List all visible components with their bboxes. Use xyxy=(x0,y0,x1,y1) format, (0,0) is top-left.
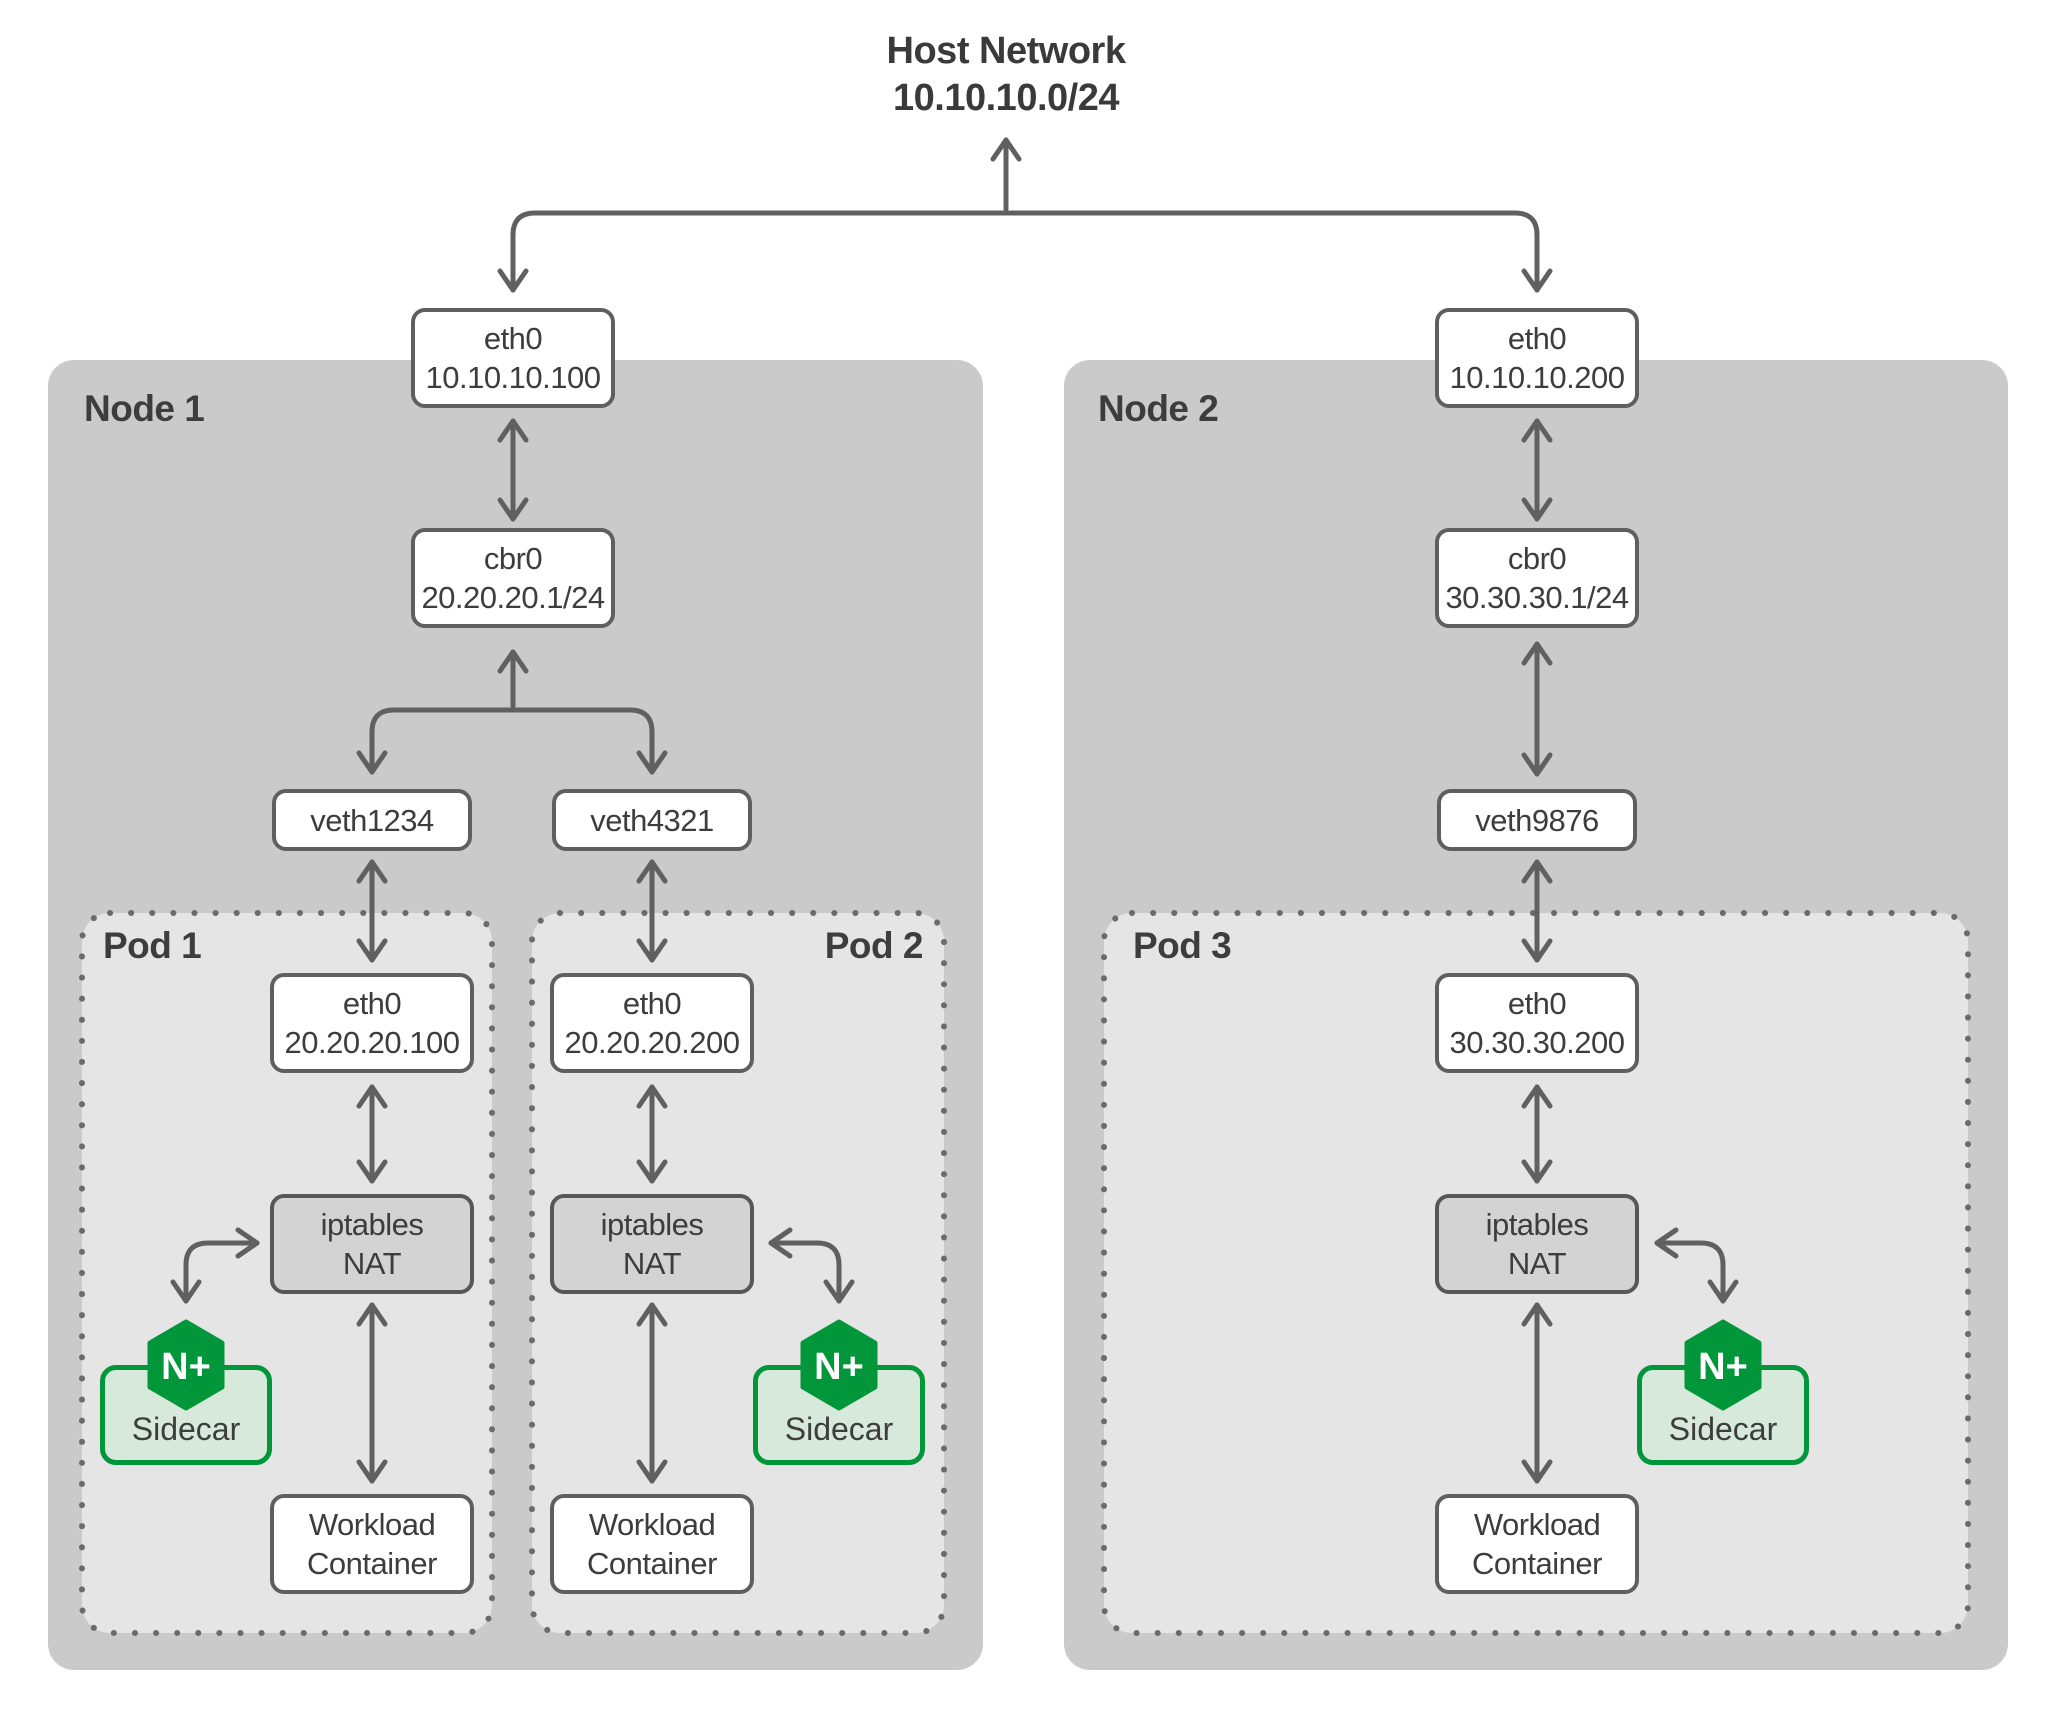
bridge-cidr: 20.20.20.1/24 xyxy=(421,580,605,615)
node2-cbr0-box: cbr0 30.30.30.1/24 xyxy=(1435,528,1639,628)
interface-ip: 20.20.20.200 xyxy=(564,1025,740,1060)
pod3-nat-sidecar-elbow xyxy=(1654,1227,1739,1304)
pod2-sidecar-box: Sidecar xyxy=(753,1365,925,1465)
nginx-plus-badge-text: N+ xyxy=(161,1346,211,1388)
host-network-name: Host Network xyxy=(886,30,1126,72)
nat-line1: iptables xyxy=(320,1207,424,1242)
sidecar-label: Sidecar xyxy=(131,1411,241,1447)
bridge-cidr: 30.30.30.1/24 xyxy=(1445,580,1629,615)
nat-line2: NAT xyxy=(342,1246,402,1281)
veth-name: veth9876 xyxy=(1475,802,1599,838)
pod2-eth0-box: eth0 20.20.20.200 xyxy=(550,973,754,1073)
pod3-eth0-box: eth0 30.30.30.200 xyxy=(1435,973,1639,1073)
workload-line1: Workload xyxy=(588,1507,716,1542)
interface-name: eth0 xyxy=(483,321,543,356)
pod2-workload-container-box: Workload Container xyxy=(550,1494,754,1594)
host-network-cidr: 10.10.10.0/24 xyxy=(893,77,1119,119)
veth-name: veth4321 xyxy=(590,802,714,838)
interface-name: eth0 xyxy=(1507,321,1567,356)
workload-line2: Container xyxy=(307,1546,437,1581)
interface-name: eth0 xyxy=(1507,986,1567,1021)
pod1-nat-sidecar-elbow xyxy=(170,1227,260,1304)
interface-name: eth0 xyxy=(622,986,682,1021)
bridge-name: cbr0 xyxy=(1507,541,1567,576)
node1-label: Node 1 xyxy=(84,388,205,429)
nat-line1: iptables xyxy=(1485,1207,1589,1242)
pod2-nat-sidecar-elbow xyxy=(768,1227,855,1304)
host-network-title: Host Network 10.10.10.0/24 xyxy=(756,28,1256,122)
veth4321-box: veth4321 xyxy=(552,789,752,851)
nat-line2: NAT xyxy=(622,1246,682,1281)
veth9876-box: veth9876 xyxy=(1437,789,1637,851)
pod2-nginx-plus-icon: N+ xyxy=(800,1319,878,1411)
pod2-label: Pod 2 xyxy=(824,925,924,966)
pod3-label: Pod 3 xyxy=(1133,925,1232,966)
pod1-workload-container-box: Workload Container xyxy=(270,1494,474,1594)
veth1234-box: veth1234 xyxy=(272,789,472,851)
interface-ip: 20.20.20.100 xyxy=(284,1025,460,1060)
nat-line1: iptables xyxy=(600,1207,704,1242)
workload-line1: Workload xyxy=(308,1507,436,1542)
pod1-nginx-plus-icon: N+ xyxy=(147,1319,225,1411)
host-network-bracket xyxy=(497,210,1553,293)
nat-line2: NAT xyxy=(1507,1246,1567,1281)
pod3-nginx-plus-icon: N+ xyxy=(1684,1319,1762,1411)
sidecar-label: Sidecar xyxy=(784,1411,894,1447)
nginx-plus-badge-text: N+ xyxy=(814,1346,864,1388)
bridge-name: cbr0 xyxy=(483,541,543,576)
workload-line2: Container xyxy=(587,1546,717,1581)
pod2-iptables-nat-box: iptables NAT xyxy=(550,1194,754,1294)
veth-name: veth1234 xyxy=(310,802,434,838)
workload-line2: Container xyxy=(1472,1546,1602,1581)
nginx-plus-badge-text: N+ xyxy=(1698,1346,1748,1388)
node1-eth0-box: eth0 10.10.10.100 xyxy=(411,308,615,408)
pod3-iptables-nat-box: iptables NAT xyxy=(1435,1194,1639,1294)
node1-bridge-split xyxy=(356,707,668,775)
interface-name: eth0 xyxy=(342,986,402,1021)
node2-label: Node 2 xyxy=(1098,388,1219,429)
pod1-iptables-nat-box: iptables NAT xyxy=(270,1194,474,1294)
interface-ip: 10.10.10.100 xyxy=(425,360,601,395)
node2-eth0-box: eth0 10.10.10.200 xyxy=(1435,308,1639,408)
pod1-label: Pod 1 xyxy=(103,925,202,966)
node1-cbr0-box: cbr0 20.20.20.1/24 xyxy=(411,528,615,628)
workload-line1: Workload xyxy=(1473,1507,1601,1542)
sidecar-label: Sidecar xyxy=(1668,1411,1778,1447)
interface-ip: 10.10.10.200 xyxy=(1449,360,1625,395)
interface-ip: 30.30.30.200 xyxy=(1449,1025,1625,1060)
pod1-eth0-box: eth0 20.20.20.100 xyxy=(270,973,474,1073)
pod3-workload-container-box: Workload Container xyxy=(1435,1494,1639,1594)
